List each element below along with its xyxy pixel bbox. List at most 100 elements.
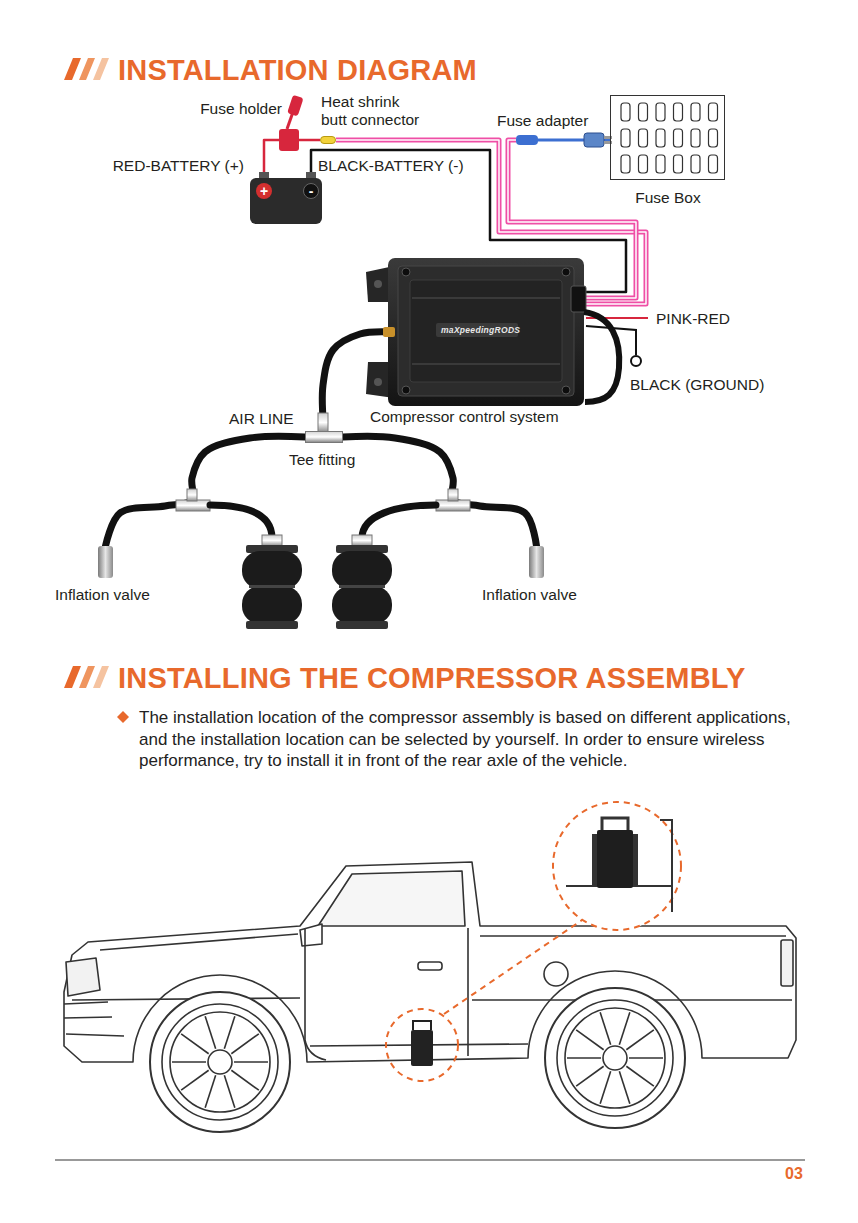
pickup-truck [557, 1000, 673, 1116]
node-label: Tee fitting [289, 451, 355, 469]
wire-label: PINK-RED [656, 310, 730, 328]
instruction-text: The installation location of the compres… [139, 707, 804, 772]
compressor-location [386, 802, 681, 1081]
air-spring [249, 585, 295, 588]
compressor-unit [402, 268, 410, 276]
pickup-truck [300, 924, 322, 946]
fuse-slot [674, 155, 683, 173]
air-spring [332, 551, 392, 589]
compressor-location [602, 818, 628, 832]
fuse-adapter-plug [584, 133, 604, 147]
air-spring [336, 621, 388, 629]
compressor-location [597, 830, 633, 888]
compressor-location [553, 802, 681, 930]
fuse-slot [691, 103, 700, 121]
pickup-truck [162, 1004, 278, 1120]
pickup-truck [565, 1008, 665, 1108]
node-label: Fuse Box [635, 189, 700, 207]
connector [343, 436, 537, 546]
section-heading: INSTALLING THE COMPRESSOR ASSEMBLY [118, 661, 746, 695]
pickup-truck [224, 1075, 235, 1107]
air-spring [262, 535, 282, 546]
node-label: Compressor control system [370, 408, 559, 426]
pickup-truck [619, 1071, 630, 1103]
tee-fitting-part [448, 489, 458, 501]
fuse-slot [691, 155, 700, 173]
node-label: Inflation valve [55, 586, 150, 604]
pickup-truck [619, 1012, 630, 1044]
pickup-truck [205, 1016, 216, 1048]
fuse-holder: Fuse holder [279, 129, 299, 151]
pickup-truck [781, 940, 793, 986]
tee-fitting-part [187, 489, 197, 501]
pickup-truck [64, 862, 796, 1132]
air-spring [352, 535, 372, 546]
title-slashes [79, 666, 95, 688]
node-label: Fuse adapter [497, 112, 588, 130]
air-spring [332, 586, 392, 624]
tee-fitting-part [436, 500, 470, 511]
fuse-holder-cap [287, 95, 303, 129]
air-hose [210, 505, 272, 538]
air-spring [242, 586, 302, 624]
ground-wire [631, 356, 641, 366]
air-line [106, 436, 306, 546]
ground-wire [586, 326, 636, 355]
air-spring [242, 535, 392, 629]
pickup-truck [234, 1061, 268, 1063]
air-spring [339, 585, 385, 588]
compressor-unit [383, 327, 395, 337]
fuse-slot [709, 155, 718, 173]
compressor-location [413, 1021, 431, 1030]
pickup-truck [100, 934, 298, 950]
pickup-truck [181, 1070, 209, 1090]
pickup-truck [64, 1002, 124, 1036]
terminal-sign: - [303, 183, 319, 199]
compressor-unit [571, 286, 586, 312]
pickup-truck [600, 1012, 611, 1044]
inflation-valve: Inflation valve [529, 546, 544, 578]
compressor-unit [562, 386, 570, 394]
pickup-truck [603, 1046, 627, 1070]
inflation-valve: Inflation valve [98, 546, 113, 578]
title-slashes [93, 666, 109, 688]
pickup-truck [172, 1012, 663, 1107]
connector [299, 140, 320, 141]
hose-label: AIR LINE [229, 410, 294, 428]
fuse-slot [621, 155, 630, 173]
page-number: 03 [785, 1165, 803, 1183]
node-label: Inflation valve [482, 586, 577, 604]
compressor-location [386, 1009, 458, 1081]
brand-logo: maXpeedingRODS [441, 325, 520, 335]
pickup-truck [318, 871, 465, 926]
pickup-truck [576, 1066, 604, 1086]
pickup-truck [576, 1030, 604, 1050]
footer-rule [55, 1159, 805, 1161]
fuse-slot [656, 129, 665, 147]
fuse-slot [621, 103, 630, 121]
wire-label: BLACK-BATTERY (-) [318, 157, 464, 175]
pickup-truck [231, 1034, 259, 1054]
fuse-slot [656, 103, 665, 121]
tee-fitting-part [176, 413, 470, 511]
fuse-slot [621, 103, 718, 173]
fuse-adapter: Fuse adapter [516, 135, 538, 145]
terminal-sign: + [256, 183, 272, 199]
pickup-truck [305, 928, 468, 1060]
node-label: Fuse holder [200, 100, 282, 118]
compressor-unit [412, 298, 560, 364]
pickup-truck [205, 1075, 216, 1107]
fuse-slot [674, 129, 683, 147]
fuse-slot [691, 129, 700, 147]
butt-connector: Heat shrink butt connector [320, 136, 336, 144]
title: INSTALLATION DIAGRAM [118, 53, 477, 87]
compressor-unit [562, 268, 570, 276]
compressor-location [444, 918, 585, 1014]
compressor-location [411, 1030, 433, 1066]
wire-label: RED-BATTERY (+) [113, 157, 244, 175]
bullet-diamond [117, 711, 129, 723]
title-slashes [93, 58, 109, 80]
